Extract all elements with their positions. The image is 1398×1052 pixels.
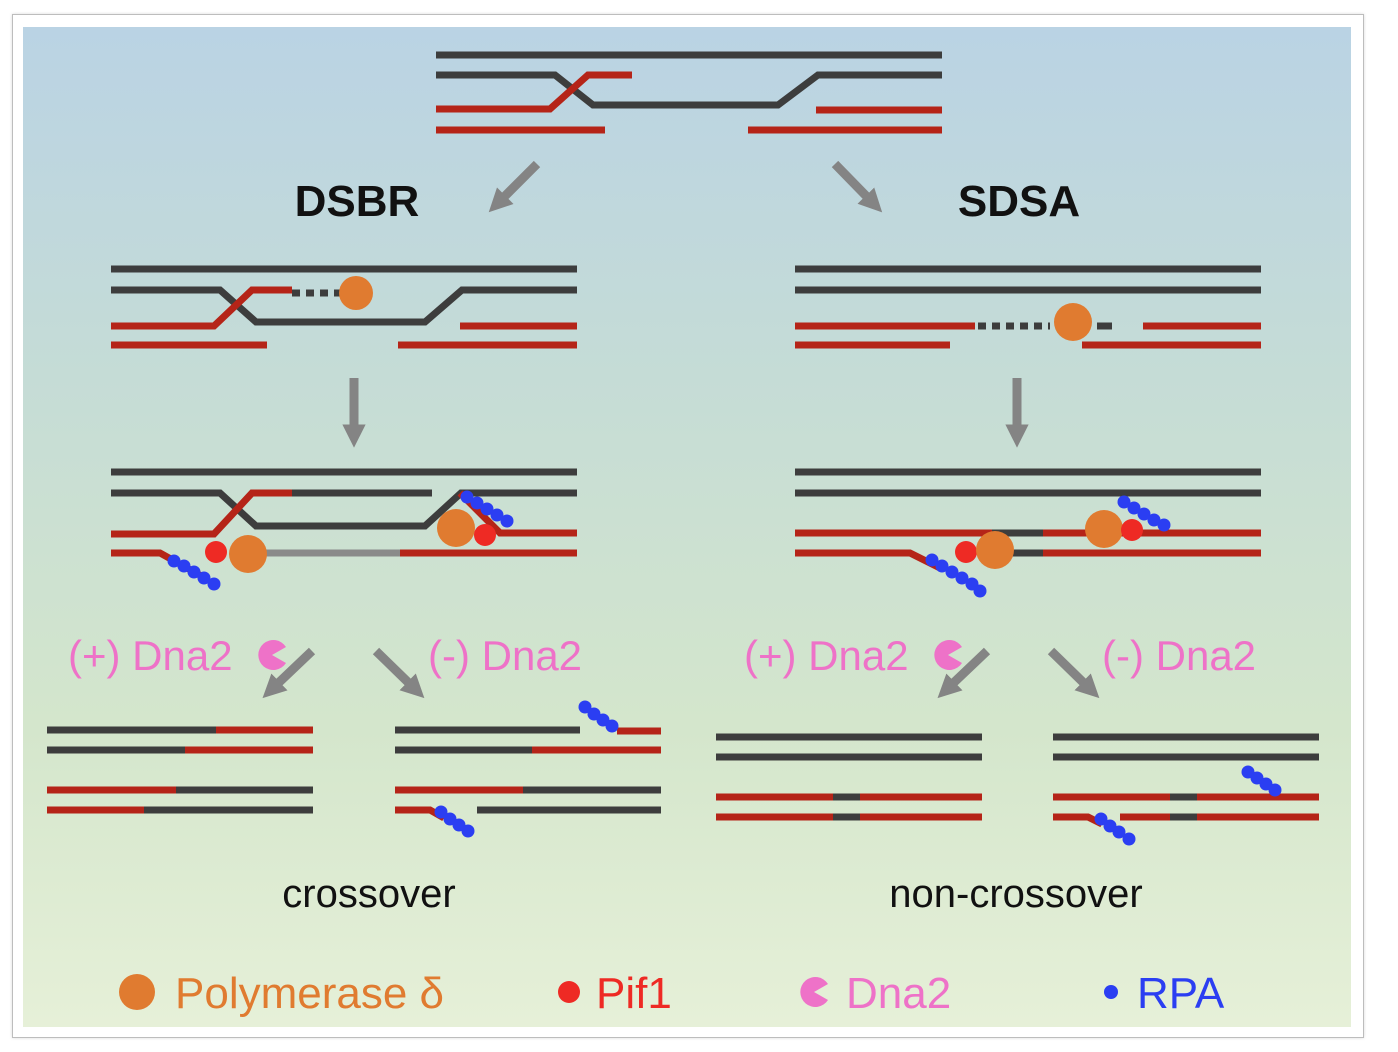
polymerase-circle-icon	[1054, 303, 1092, 341]
sdsa-title: SDSA	[958, 177, 1080, 226]
arrow-to-dsbr	[488, 160, 541, 213]
polymerase-circle-icon	[976, 531, 1014, 569]
legend-polymerase-label: Polymerase δ	[175, 969, 444, 1018]
rpa-dot-icon	[1104, 985, 1118, 999]
arrow-plus-dna2-sdsa	[937, 647, 991, 699]
pif1-dot-icon	[205, 541, 227, 563]
dna2-pacman-icon	[800, 977, 828, 1007]
polymerase-circle-icon	[229, 535, 267, 573]
arrow-minus-dna2-sdsa	[1047, 647, 1100, 699]
pif1-dot-icon	[955, 541, 977, 563]
legend-pif1-label: Pif1	[596, 969, 672, 1018]
sdsa-step1	[795, 265, 1261, 349]
crossover-label: crossover	[282, 872, 455, 916]
sdsa-plus-dna2-label: (+) Dna2	[744, 632, 909, 679]
rpa-filament	[925, 553, 987, 598]
crossover-product-plus-dna2	[47, 726, 313, 814]
polymerase-circle-icon	[437, 509, 475, 547]
rpa-filament	[167, 554, 221, 591]
dna2-pacman-icon	[934, 640, 962, 670]
pif1-dot-icon	[1121, 519, 1143, 541]
arrow-to-sdsa	[831, 160, 883, 213]
rpa-filament	[434, 805, 475, 838]
sdsa-minus-dna2-label: (-) Dna2	[1102, 632, 1256, 679]
dsbr-plus-dna2-label: (+) Dna2	[68, 632, 233, 679]
sdsa-step2	[795, 468, 1261, 572]
legend: Polymerase δ Pif1 Dna2 RPA	[119, 969, 1225, 1018]
rpa-filament	[578, 700, 619, 733]
pif1-dot-icon	[558, 981, 580, 1003]
arrow-plus-dna2-dsbr	[262, 647, 316, 699]
dna2-pacman-icon	[258, 640, 286, 670]
polymerase-circle-icon	[339, 276, 373, 310]
polymerase-circle-icon	[119, 974, 155, 1010]
d-loop-intermediate	[436, 51, 942, 134]
legend-dna2-label: Dna2	[846, 969, 951, 1018]
rpa-filament	[1117, 495, 1171, 532]
non-crossover-label: non-crossover	[889, 872, 1142, 916]
legend-rpa-label: RPA	[1137, 969, 1225, 1018]
rpa-filament	[1241, 765, 1282, 797]
pif1-dot-icon	[474, 524, 496, 546]
non-crossover-product-minus-dna2	[1053, 733, 1319, 828]
dsbr-title: DSBR	[295, 177, 420, 226]
arrow-minus-dna2-dsbr	[372, 647, 425, 699]
polymerase-circle-icon	[1085, 510, 1123, 548]
dsbr-step1	[111, 265, 577, 349]
crossover-product-minus-dna2	[395, 726, 661, 822]
rpa-filament	[460, 490, 514, 528]
dsbr-minus-dna2-label: (-) Dna2	[428, 632, 582, 679]
rpa-filament	[1094, 812, 1136, 846]
non-crossover-product-plus-dna2	[716, 733, 982, 821]
